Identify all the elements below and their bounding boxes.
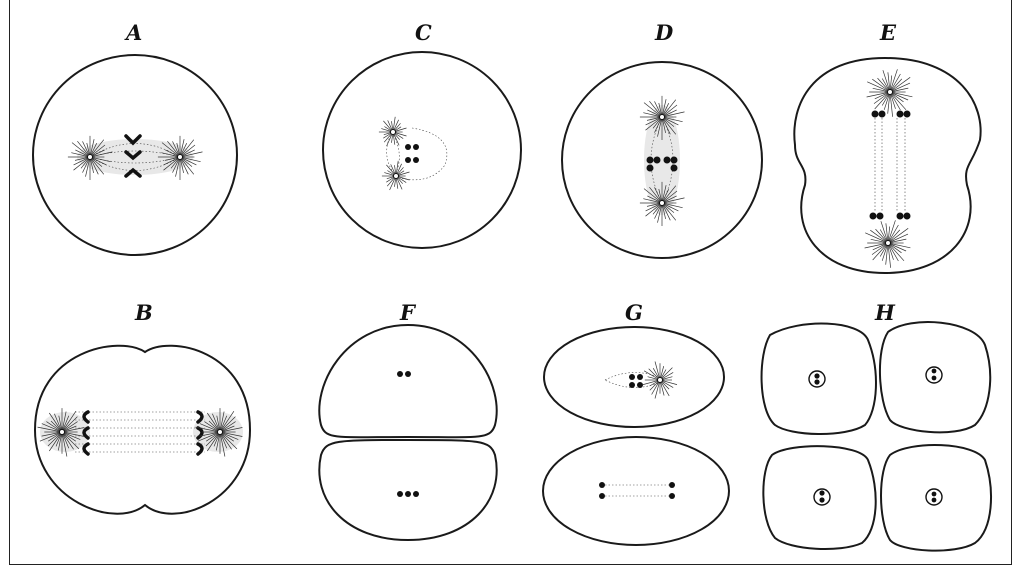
panel-e-aster-top (867, 69, 913, 117)
panel-g-cells (543, 327, 729, 545)
panel-e-aster-bottom (865, 220, 911, 267)
panel-a-cell (33, 55, 237, 255)
panel-h-cells (762, 322, 991, 551)
panel-d-aster-bottom (640, 182, 685, 226)
panel-d-cell (562, 62, 762, 258)
panel-c-aster-bottom (382, 161, 410, 190)
panel-c-aster-top (379, 117, 407, 146)
panel-g-aster (643, 362, 677, 399)
panel-c-cell (323, 52, 521, 248)
panel-f-cells (319, 325, 496, 540)
